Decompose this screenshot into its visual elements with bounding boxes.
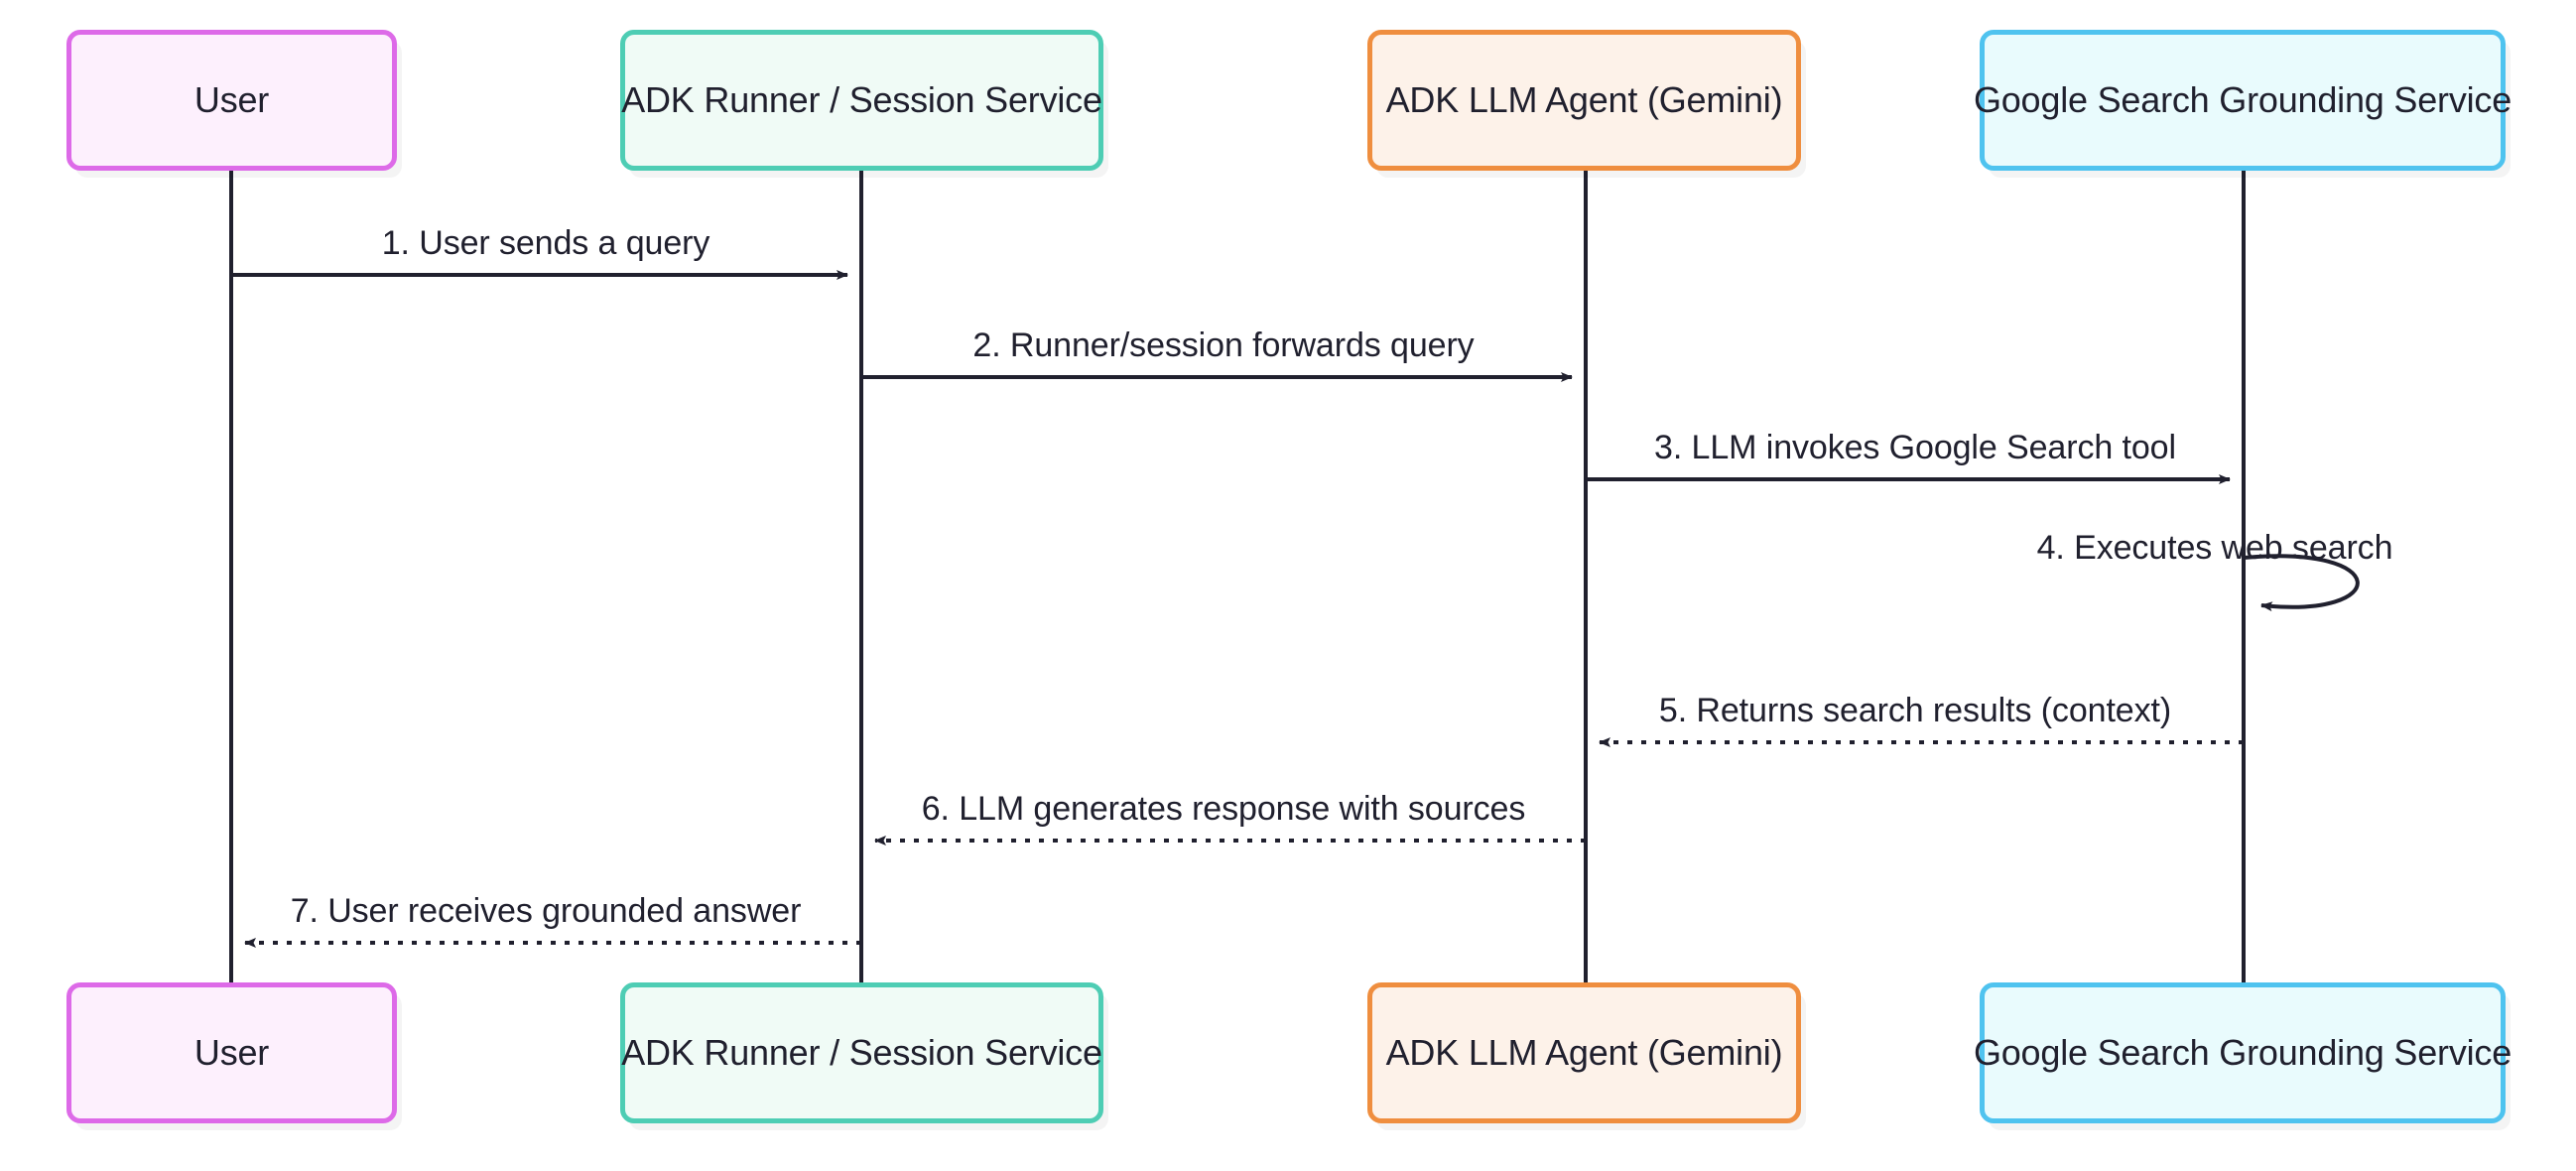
actor-box-agent-top[interactable]: ADK LLM Agent (Gemini): [1367, 30, 1801, 171]
actor-label-agent-top: ADK LLM Agent (Gemini): [1385, 79, 1783, 121]
message-label-3: 3. LLM invokes Google Search tool: [1654, 429, 2176, 466]
actor-box-runner-bottom[interactable]: ADK Runner / Session Service: [620, 982, 1103, 1123]
message-label-4: 4. Executes web search: [2036, 529, 2393, 567]
actor-label-agent-bottom: ADK LLM Agent (Gemini): [1385, 1032, 1783, 1074]
actor-box-user-bottom[interactable]: User: [66, 982, 397, 1123]
actor-label-user-top: User: [193, 79, 270, 121]
message-label-5: 5. Returns search results (context): [1658, 692, 2172, 729]
actor-box-user-top[interactable]: User: [66, 30, 397, 171]
actor-label-search-bottom: Google Search Grounding Service: [1973, 1032, 2512, 1074]
actor-label-user-bottom: User: [193, 1032, 270, 1074]
message-arrow-4-self[interactable]: [2243, 554, 2360, 612]
actor-box-agent-bottom[interactable]: ADK LLM Agent (Gemini): [1367, 982, 1801, 1123]
actor-label-runner-top: ADK Runner / Session Service: [621, 79, 1102, 121]
message-label-2: 2. Runner/session forwards query: [972, 326, 1475, 364]
message-label-7: 7. User receives grounded answer: [290, 892, 802, 930]
messages-layer: [231, 270, 2360, 948]
message-label-1: 1. User sends a query: [381, 224, 710, 262]
message-label-6: 6. LLM generates response with sources: [921, 790, 1526, 828]
actor-box-search-top[interactable]: Google Search Grounding Service: [1974, 30, 2512, 171]
lifelines-layer: [229, 171, 2246, 982]
actor-label-runner-bottom: ADK Runner / Session Service: [621, 1032, 1102, 1074]
actor-label-search-top: Google Search Grounding Service: [1973, 79, 2512, 121]
actor-box-search-bottom[interactable]: Google Search Grounding Service: [1974, 982, 2512, 1123]
actor-box-runner-top[interactable]: ADK Runner / Session Service: [620, 30, 1103, 171]
